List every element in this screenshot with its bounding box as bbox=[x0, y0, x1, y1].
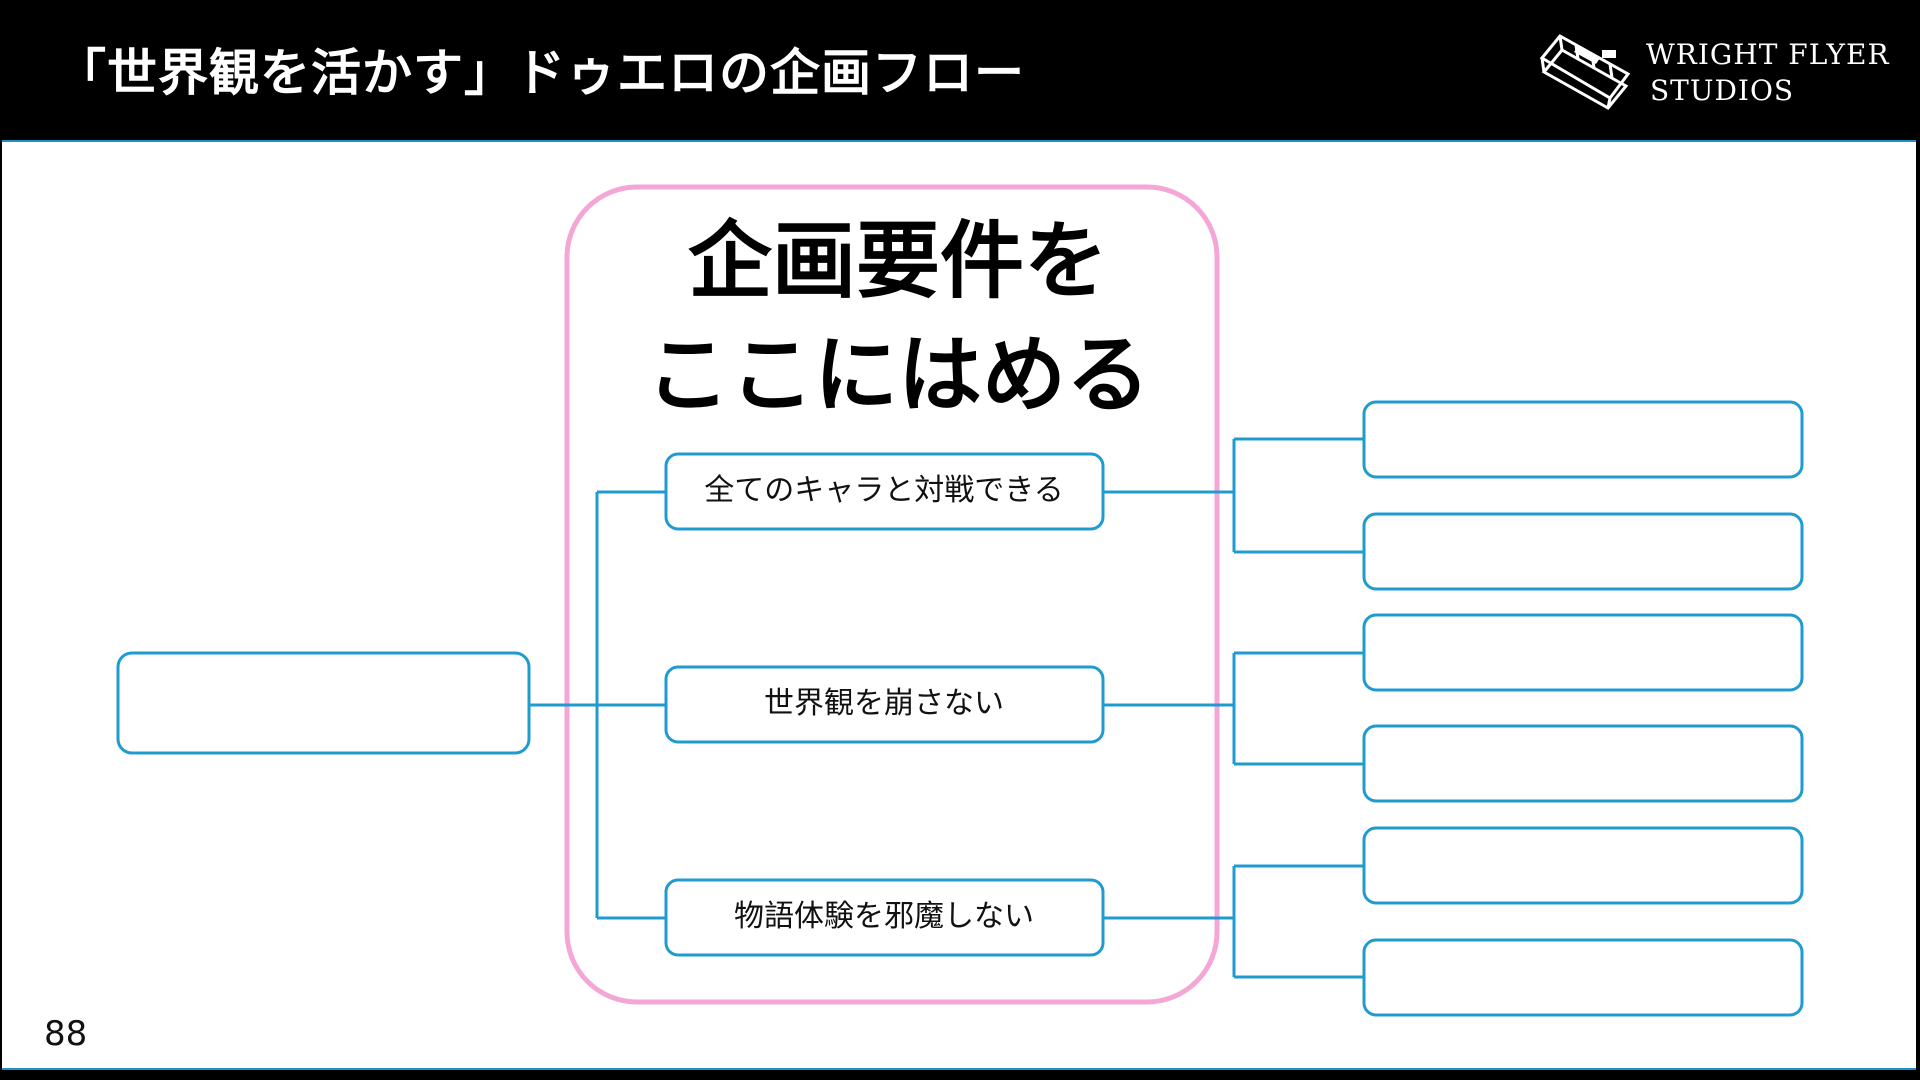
requirement-label-2: 世界観を崩さない bbox=[764, 686, 1004, 721]
requirements-frame bbox=[564, 184, 1220, 1005]
slide-body bbox=[2, 140, 1916, 1070]
frame-title-line2: ここにはめる bbox=[645, 326, 1150, 424]
output-box-1a bbox=[1362, 400, 1804, 479]
output-box-2b bbox=[1362, 724, 1804, 803]
output-box-1b bbox=[1362, 512, 1804, 591]
output-box-3b bbox=[1362, 938, 1804, 1017]
frame-title-line1: 企画要件を bbox=[687, 212, 1108, 310]
input-box bbox=[116, 651, 531, 755]
frame-title: 企画要件を ここにはめる bbox=[566, 204, 1230, 432]
output-box-2a bbox=[1362, 613, 1804, 692]
biplane-logo-icon bbox=[1539, 34, 1630, 110]
output-box-3a bbox=[1362, 826, 1804, 905]
requirement-label-3: 物語体験を邪魔しない bbox=[734, 899, 1034, 934]
requirement-label-1: 全てのキャラと対戦できる bbox=[704, 473, 1064, 508]
page-number: 88 bbox=[44, 1014, 88, 1054]
slide-title: 「世界観を活かす」ドゥエロの企画フロー bbox=[56, 44, 1025, 102]
logo-text-line2: STUDIOS bbox=[1650, 74, 1795, 107]
logo-text-line1: WRIGHT FLYER bbox=[1646, 38, 1890, 71]
company-logo: WRIGHT FLYER STUDIOS bbox=[1538, 28, 1898, 110]
slide-header: 「世界観を活かす」ドゥエロの企画フロー WRIGHT FL bbox=[0, 0, 1920, 138]
